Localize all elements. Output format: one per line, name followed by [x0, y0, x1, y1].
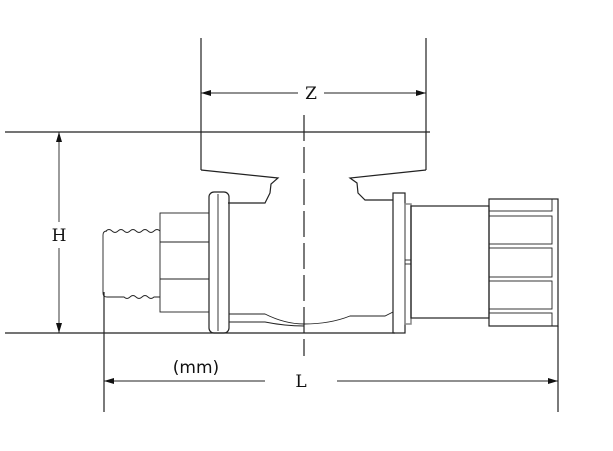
- dimension-h: H: [5, 131, 430, 334]
- pipe-lip-left: [200, 169, 280, 204]
- valve-body-bottom-inner: [229, 321, 305, 327]
- right-union-nut: [488, 198, 559, 327]
- dimension-l: L (mm): [103, 292, 559, 412]
- l-label: L: [295, 372, 306, 392]
- right-flange: [392, 192, 412, 334]
- valve-body-bottom: [229, 311, 394, 325]
- threaded-end: [102, 229, 161, 299]
- right-body: [410, 205, 490, 319]
- left-hex-nut: [159, 212, 210, 313]
- left-flange: [208, 191, 230, 334]
- dimension-z: Z: [200, 38, 427, 170]
- pipe-lip-right: [348, 169, 427, 201]
- unit-label: (mm): [173, 358, 219, 378]
- z-label: Z: [305, 84, 317, 104]
- h-label: H: [52, 226, 67, 246]
